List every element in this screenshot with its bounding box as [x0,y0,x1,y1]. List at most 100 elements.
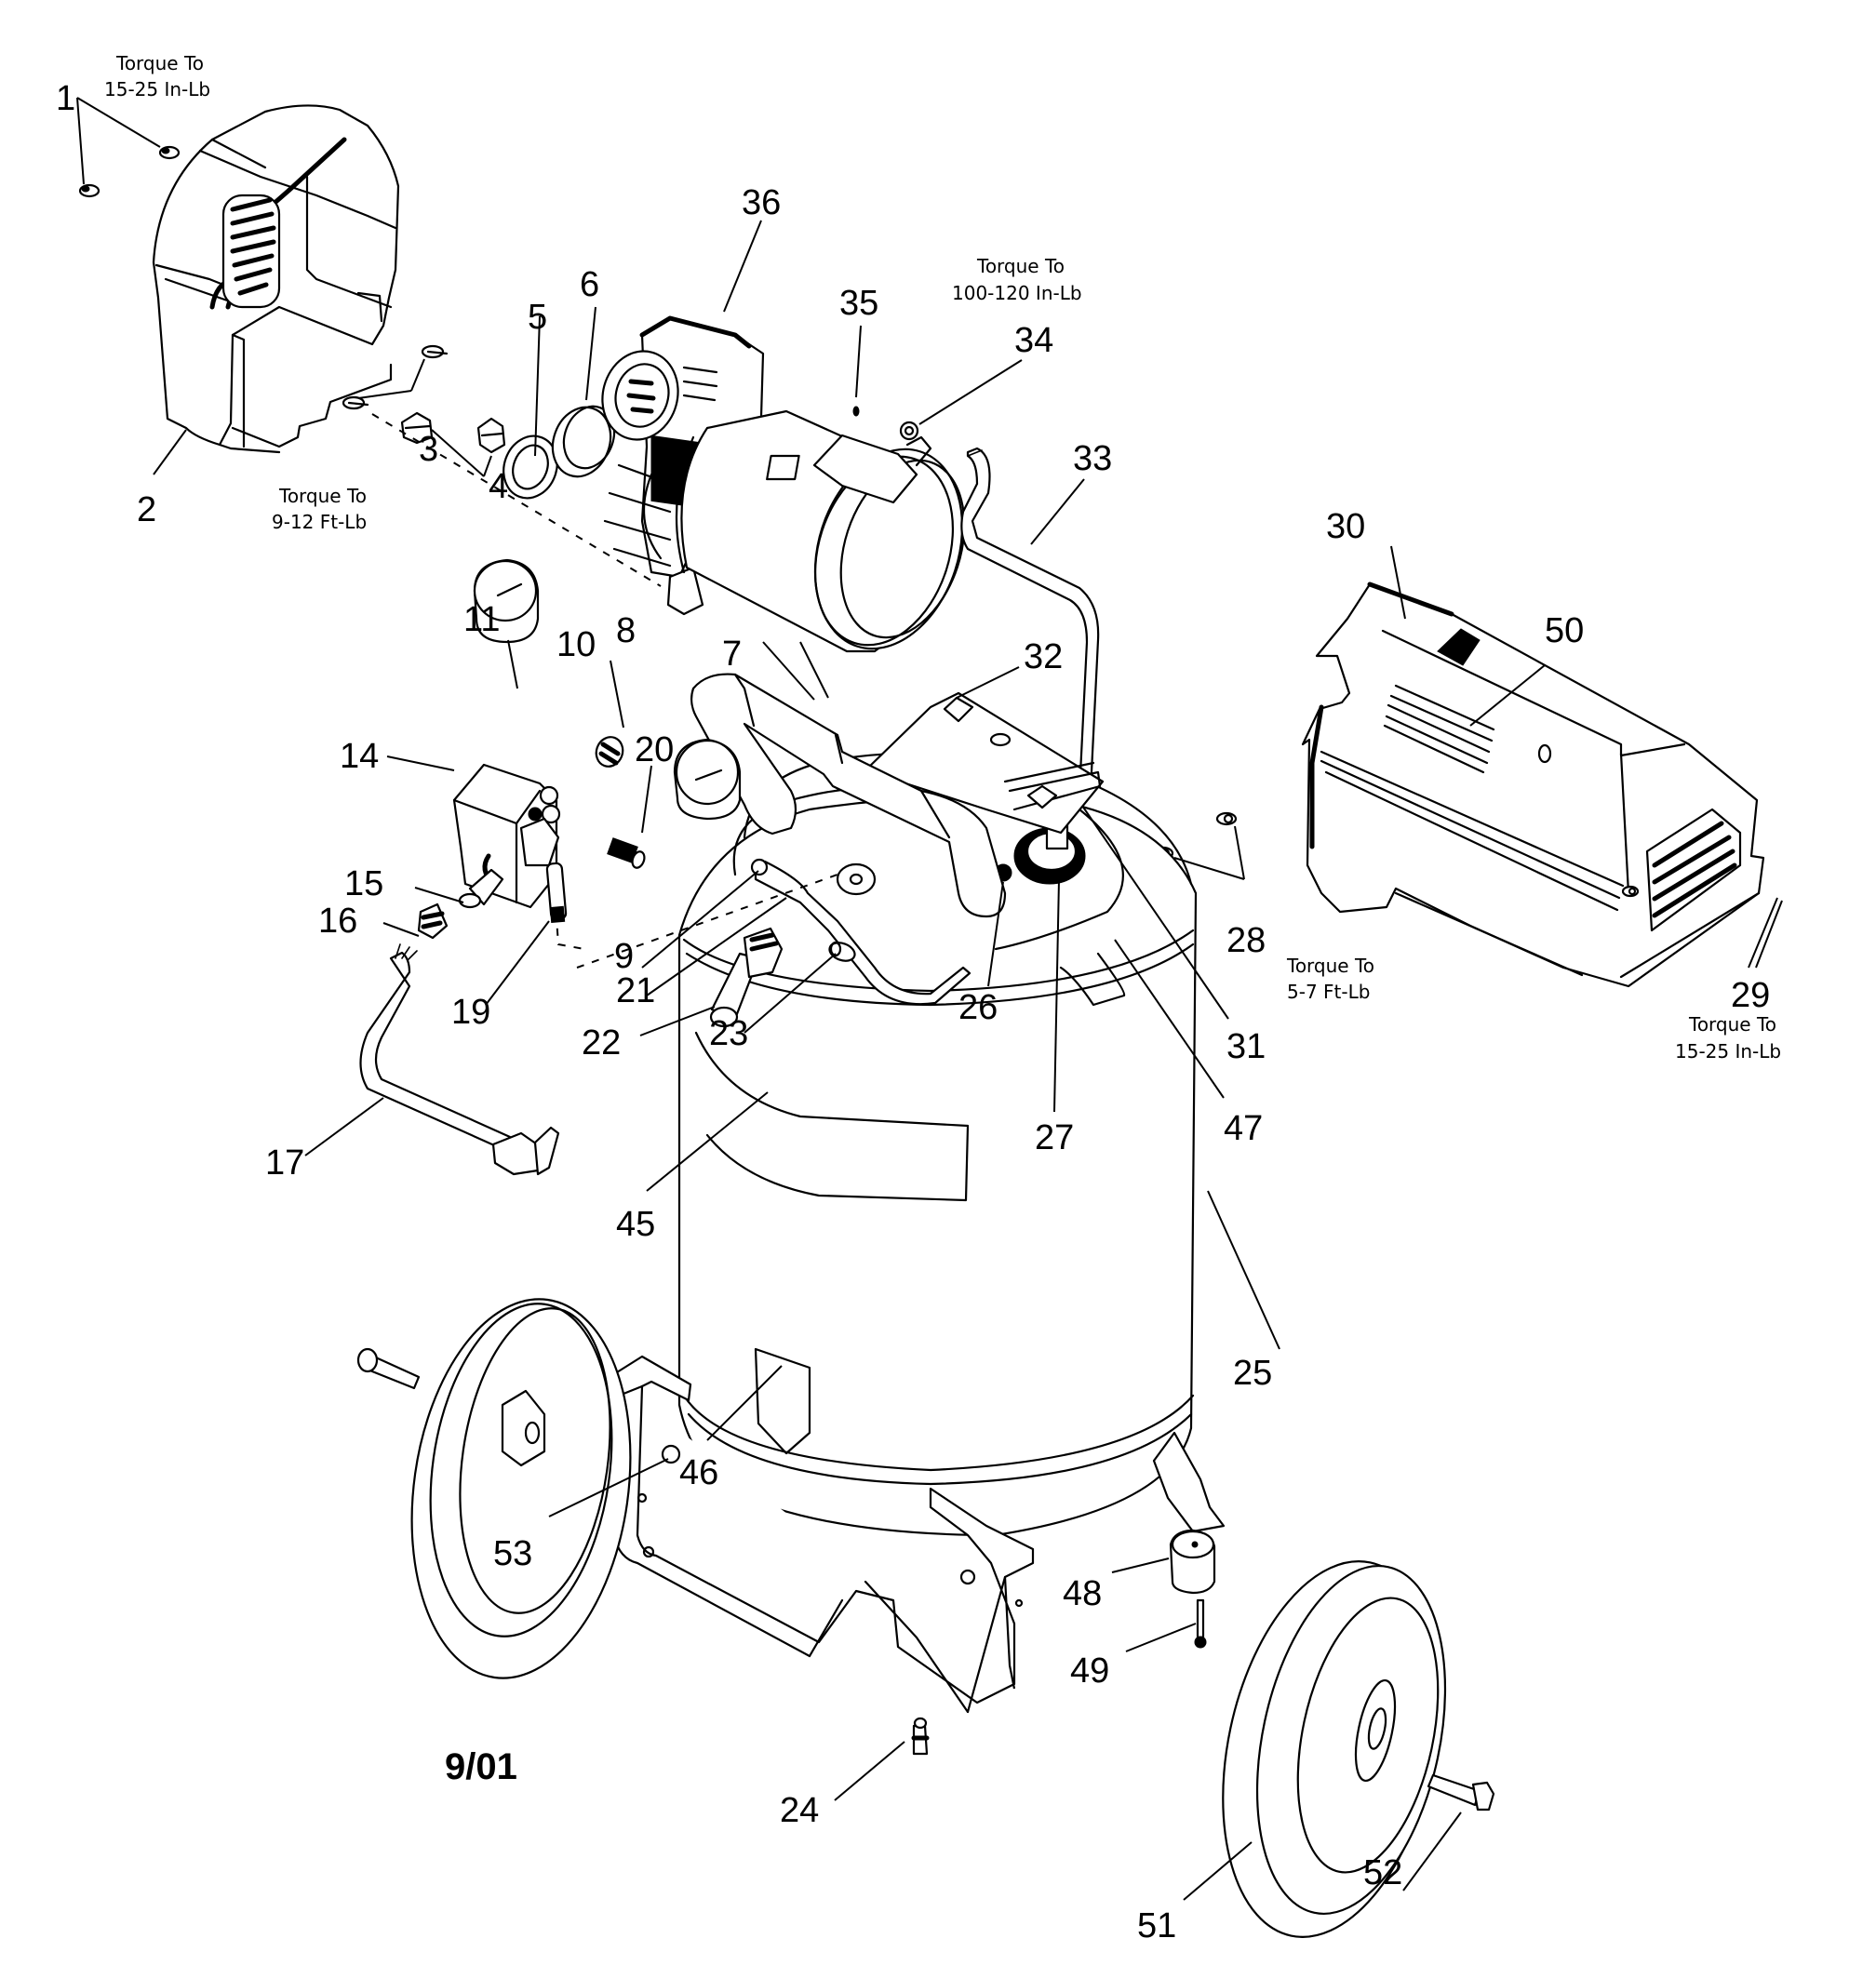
callout-11: 11 [463,600,500,639]
right-shroud-part-30 [1301,581,1765,988]
svg-text:Torque To: Torque To [976,255,1065,277]
nut-part-9 [750,858,769,876]
fitting-part-23 [828,941,856,962]
strain-relief-part-16 [417,902,449,940]
nipple-part-20 [607,837,646,869]
pump-motor-part-36 [601,315,966,653]
svg-text:Torque To: Torque To [115,52,204,74]
callout-50: 50 [1545,611,1584,650]
callout-31: 31 [1226,1027,1266,1066]
callout-45: 45 [616,1205,655,1244]
screw-part-3b [342,395,369,410]
callout-10: 10 [556,625,596,664]
leader-3 [357,358,425,399]
callout-19: 19 [451,993,490,1032]
callout-51: 51 [1137,1906,1176,1945]
callout-28: 28 [1226,921,1266,960]
callout-35: 35 [839,284,878,323]
side-vents [1383,684,1495,774]
leader-1 [76,97,161,185]
callout-3: 3 [419,430,438,469]
bolt-part-49 [1194,1598,1207,1649]
shroud-grille [221,194,281,309]
callout-49: 49 [1070,1651,1109,1691]
callout-32: 32 [1024,637,1063,676]
callout-2: 2 [137,490,156,529]
svg-text:5-7 Ft-Lb: 5-7 Ft-Lb [1287,981,1370,1003]
screw-part-3a [421,344,449,359]
tank-boss [836,862,877,896]
wheel-left [410,1298,632,1679]
manifold-part-32 [864,691,1105,835]
callout-6: 6 [580,265,599,304]
callout-5: 5 [528,298,547,337]
screw-part-28a [1215,811,1238,826]
drain-tube-part-21 [754,860,972,1006]
outlet-tube-part-33 [960,447,1100,795]
callout-25: 25 [1233,1354,1272,1393]
torque-note-part-1: Torque To 15-25 In-Lb [104,52,210,100]
callout-20: 20 [635,730,674,769]
dot-part-35 [852,406,860,417]
svg-text:Torque To: Torque To [1286,955,1374,977]
axle-bolt-part-52 [1427,1773,1495,1811]
callout-29: 29 [1731,976,1770,1015]
screw-part-1b [78,183,100,198]
safety-valve-part-22 [709,927,784,1028]
transfer-tube-part-7 [690,673,1007,918]
callout-15: 15 [344,864,383,903]
nut-part-4a [476,417,506,454]
screw-part-29 [1621,885,1640,898]
callout-7: 7 [722,635,742,674]
callout-26: 26 [958,988,998,1027]
callout-1: 1 [56,79,75,118]
leader-4 [431,429,492,477]
svg-text:100-120 In-Lb: 100-120 In-Lb [952,282,1082,304]
callout-9: 9 [614,937,634,976]
callout-33: 33 [1073,439,1112,478]
callout-30: 30 [1326,507,1365,546]
dashed-line-19 [552,864,585,950]
rubber-foot-part-48 [1169,1529,1216,1595]
callout-24: 24 [780,1791,819,1830]
svg-text:Torque To: Torque To [1688,1013,1776,1036]
callout-46: 46 [679,1453,718,1492]
gauge-part-11 [473,558,540,644]
bearing-part-5 [502,434,558,500]
nipple-part-19 [545,862,568,924]
drain-valve-part-24 [911,1717,930,1756]
callout-36: 36 [742,183,781,222]
connector-part-15 [458,868,504,909]
torque-note-part-28: Torque To 5-7 Ft-Lb [1286,955,1374,1003]
wheel-part-51 [1222,1560,1447,1938]
screw-part-1a [158,145,181,160]
callout-47: 47 [1224,1109,1263,1148]
callout-27: 27 [1035,1118,1074,1157]
torque-note-part-34: Torque To 100-120 In-Lb [952,255,1082,304]
callout-21: 21 [616,971,655,1010]
date-code: 9/01 [445,1746,517,1787]
callout-4: 4 [489,467,508,506]
gauge-secondary [673,738,742,821]
nut-part-34 [899,421,919,441]
svg-text:9-12 Ft-Lb: 9-12 Ft-Lb [272,511,367,533]
leader-28 [1173,825,1245,880]
rear-grille [1645,808,1742,932]
callout-14: 14 [340,737,379,776]
nut-part-53 [661,1444,681,1464]
torque-note-part-29: Torque To 15-25 In-Lb [1675,1013,1781,1063]
top-vent [1437,628,1481,666]
callout-23: 23 [709,1014,748,1053]
svg-text:15-25 In-Lb: 15-25 In-Lb [1675,1040,1781,1063]
callout-8: 8 [616,611,636,650]
nut-part-4b [400,411,434,445]
callout-52: 52 [1363,1853,1402,1892]
cart-frame [609,1355,1226,1714]
alignment-dashed-line [371,413,662,587]
callout-labels: 1 2 3 4 5 6 7 8 9 10 11 14 15 16 17 19 2… [56,79,1770,1945]
svg-text:Torque To: Torque To [278,485,367,507]
left-shroud-part-2 [152,104,400,454]
callout-16: 16 [318,902,357,941]
callout-17: 17 [265,1143,304,1183]
